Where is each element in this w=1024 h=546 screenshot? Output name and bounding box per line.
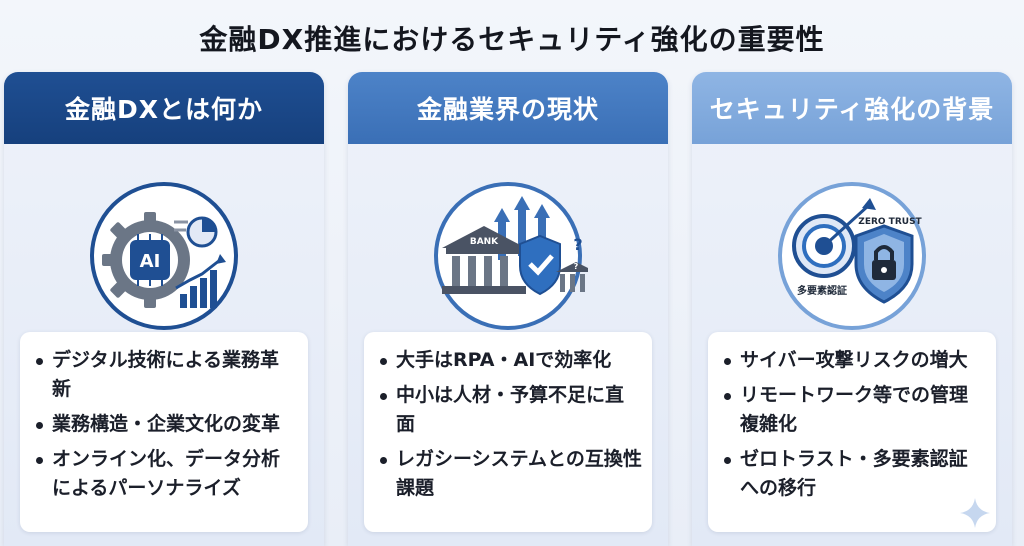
bank-shield-icon: BANK ? ? bbox=[428, 176, 596, 336]
list-item: 大手はRPA・AIで効率化 bbox=[378, 346, 642, 375]
sparkle-icon bbox=[960, 498, 990, 528]
bullet-card: 大手はRPA・AIで効率化 中小は人材・予算不足に直面 レガシーシステムとの互換… bbox=[364, 332, 652, 532]
panel-security-background: セキュリティ強化の背景 ZERO TRUST 多要素認証 サイバー攻撃リスクの増… bbox=[692, 72, 1012, 546]
list-item: オンライン化、データ分析によるパーソナライズ bbox=[34, 445, 298, 503]
panel-heading: セキュリティ強化の背景 bbox=[692, 72, 1012, 144]
svg-text:?: ? bbox=[573, 235, 582, 254]
list-item: レガシーシステムとの互換性課題 bbox=[378, 445, 642, 503]
bullet-card: サイバー攻撃リスクの増大 リモートワーク等での管理複雑化 ゼロトラスト・多要素認… bbox=[708, 332, 996, 532]
svg-text:ZERO TRUST: ZERO TRUST bbox=[858, 217, 922, 227]
list-item: リモートワーク等での管理複雑化 bbox=[722, 381, 986, 439]
list-item: 中小は人材・予算不足に直面 bbox=[378, 381, 642, 439]
panel-financial-dx: 金融DXとは何か AI bbox=[4, 72, 324, 546]
list-item: 業務構造・企業文化の変革 bbox=[34, 410, 298, 439]
list-item: サイバー攻撃リスクの増大 bbox=[722, 346, 986, 375]
svg-text:AI: AI bbox=[140, 251, 161, 272]
page-title: 金融DX推進におけるセキュリティ強化の重要性 bbox=[199, 23, 825, 56]
panel-heading: 金融業界の現状 bbox=[348, 72, 668, 144]
panel-industry-status: 金融業界の現状 BANK bbox=[348, 72, 668, 546]
svg-text:多要素認証: 多要素認証 bbox=[797, 284, 847, 297]
gear-ai-analytics-icon: AI bbox=[84, 176, 244, 336]
zero-trust-lock-icon: ZERO TRUST 多要素認証 bbox=[772, 176, 932, 336]
svg-text:BANK: BANK bbox=[470, 237, 499, 247]
list-item: デジタル技術による業務革新 bbox=[34, 346, 298, 404]
list-item: ゼロトラスト・多要素認証への移行 bbox=[722, 445, 986, 503]
panel-heading: 金融DXとは何か bbox=[4, 72, 324, 144]
svg-text:?: ? bbox=[574, 262, 579, 271]
bullet-card: デジタル技術による業務革新 業務構造・企業文化の変革 オンライン化、データ分析に… bbox=[20, 332, 308, 532]
